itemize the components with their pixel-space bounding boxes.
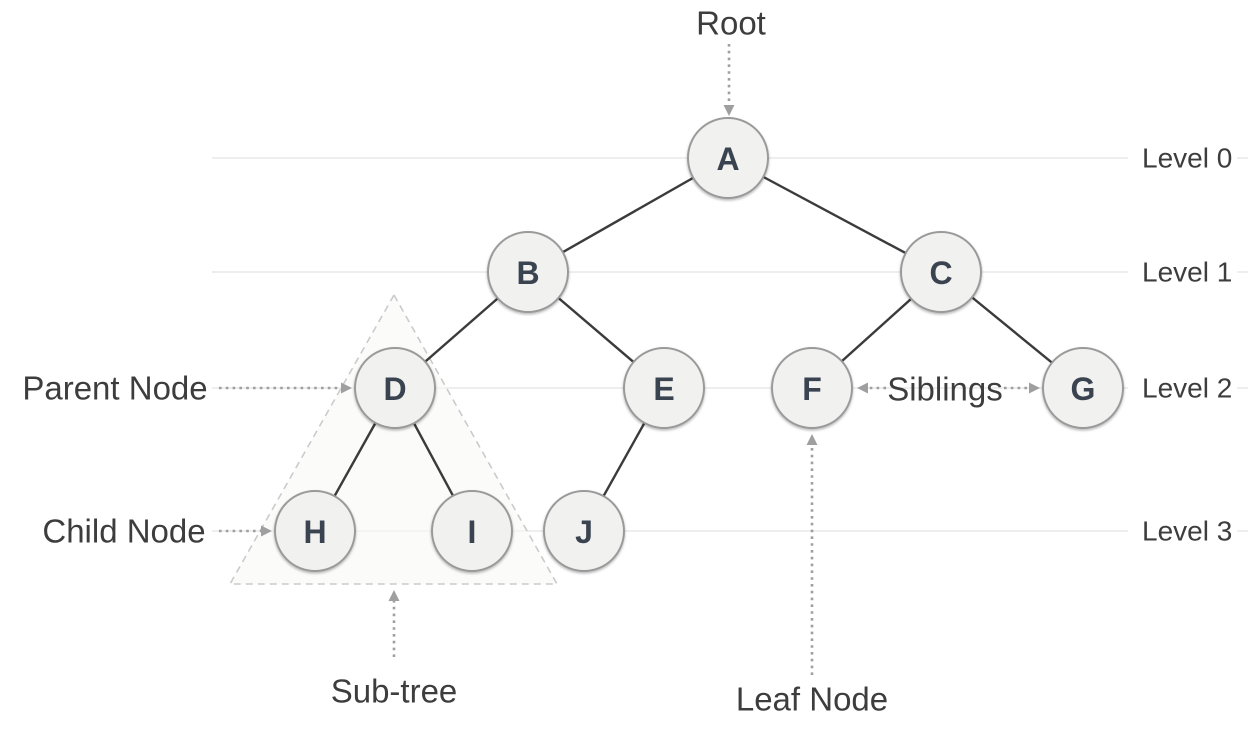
child-node-label-group: Child Node (42, 513, 272, 550)
arrowhead-icon (806, 434, 818, 445)
child-node-label: Child Node (42, 513, 205, 550)
node-label: H (303, 514, 326, 550)
node-circle (274, 490, 356, 572)
node-circle (354, 347, 436, 429)
node-label: F (802, 371, 822, 407)
node-label: D (383, 371, 406, 407)
node-label: A (716, 141, 739, 177)
node-circle (1042, 347, 1124, 429)
level-label-3: Level 3 (1142, 516, 1232, 547)
level-label-0: Level 0 (1142, 143, 1232, 174)
tree-nodes: A B C D E F G H I J (274, 117, 1124, 572)
node-label: G (1071, 371, 1096, 407)
arrowhead-icon (388, 590, 400, 601)
arrowhead-icon (1029, 382, 1040, 394)
node-label: B (516, 255, 539, 291)
tree-node-J: J (543, 490, 625, 572)
level-label-1: Level 1 (1142, 257, 1232, 288)
leaf-node-label-group: Leaf Node (736, 434, 888, 718)
node-circle (487, 231, 569, 313)
arrowhead-icon (261, 525, 272, 537)
node-circle (900, 231, 982, 313)
node-label: C (929, 255, 952, 291)
siblings-label-group: Siblings (857, 371, 1040, 408)
node-circle (543, 490, 625, 572)
tree-node-F: F (771, 347, 853, 429)
siblings-label: Siblings (887, 371, 1003, 408)
tree-node-C: C (900, 231, 982, 313)
tree-node-E: E (623, 347, 705, 429)
tree-node-B: B (487, 231, 569, 313)
arrowhead-icon (723, 105, 735, 116)
node-label: I (468, 514, 477, 550)
root-label-group: Root (696, 5, 766, 116)
node-circle (623, 347, 705, 429)
level-label-2: Level 2 (1142, 373, 1232, 404)
tree-node-D: D (354, 347, 436, 429)
tree-node-I: I (431, 490, 513, 572)
node-label: J (575, 514, 593, 550)
tree-node-H: H (274, 490, 356, 572)
parent-node-label-group: Parent Node (22, 370, 352, 407)
subtree-label-group: Sub-tree (331, 590, 458, 710)
arrowhead-icon (857, 382, 868, 394)
root-label: Root (696, 5, 766, 42)
node-circle (431, 490, 513, 572)
parent-node-label: Parent Node (22, 370, 207, 407)
tree-node-A: A (687, 117, 769, 199)
node-circle (687, 117, 769, 199)
arrowhead-icon (341, 382, 352, 394)
subtree-label: Sub-tree (331, 673, 458, 710)
node-label: E (653, 371, 674, 407)
node-circle (771, 347, 853, 429)
tree-node-G: G (1042, 347, 1124, 429)
leaf-node-label: Leaf Node (736, 681, 888, 718)
